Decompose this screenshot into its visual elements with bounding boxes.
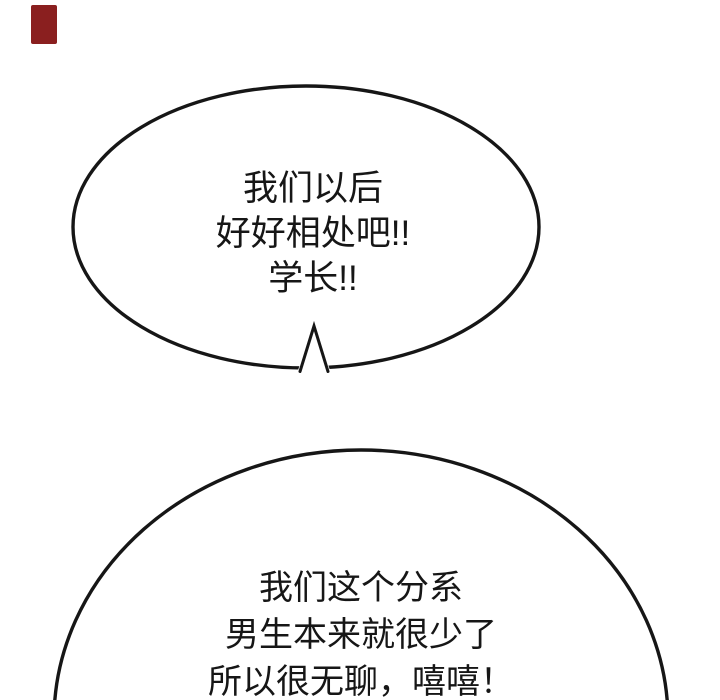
speech-text-bottom: 我们这个分系 男生本来就很少了 所以很无聊，嘻嘻！ xyxy=(121,565,601,700)
speech-bubble-bottom-outline xyxy=(53,448,669,700)
speech-line: 我们这个分系 xyxy=(259,569,463,607)
speech-line: 男生本来就很少了 xyxy=(225,616,497,654)
speech-line: 好好相处吧!! xyxy=(215,214,411,253)
speech-bubble-top-tail xyxy=(298,320,330,373)
speech-text-top: 我们以后 好好相处吧!! 学长!! xyxy=(73,166,553,301)
speech-line: 所以很无聊，嘻嘻！ xyxy=(208,663,514,700)
speech-bubble-top-tail-mask xyxy=(296,320,332,375)
speech-line: 我们以后 xyxy=(242,169,383,208)
watermark-patch xyxy=(31,5,57,44)
speech-line: 学长!! xyxy=(268,259,358,298)
